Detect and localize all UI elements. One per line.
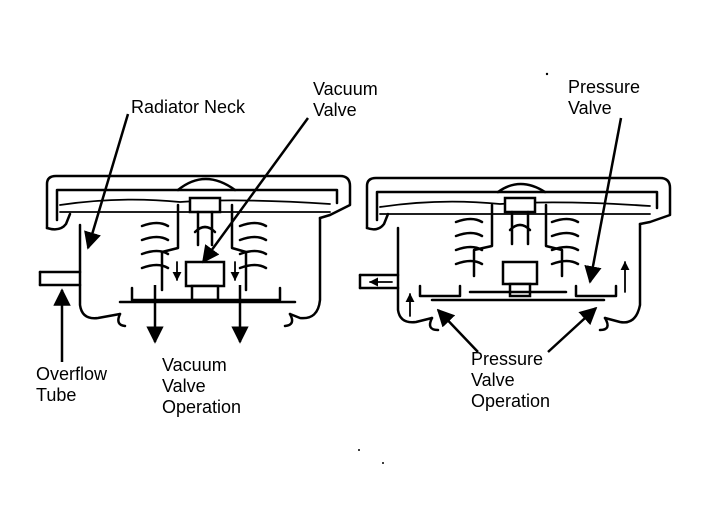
leader-pressure-op-right bbox=[547, 306, 598, 353]
left-spring bbox=[140, 221, 268, 270]
leader-pressure-valve bbox=[584, 117, 623, 284]
pressure-valve-operation-label: Pressure Valve Operation bbox=[471, 349, 551, 411]
overflow-tube-label: Overflow Tube bbox=[36, 364, 108, 405]
left-radiator-cap bbox=[38, 174, 352, 344]
leader-vacuum-valve bbox=[201, 117, 310, 264]
radiator-neck-label: Radiator Neck bbox=[131, 97, 246, 117]
leader-pressure-op-left bbox=[436, 308, 479, 353]
vacuum-valve-label: Vacuum Valve bbox=[313, 79, 378, 120]
right-radiator-cap bbox=[358, 176, 672, 332]
pressure-valve-label: Pressure Valve bbox=[568, 77, 641, 118]
vacuum-valve-operation-label: Vacuum Valve Operation bbox=[162, 355, 242, 417]
leader-radiator-neck bbox=[84, 113, 130, 250]
